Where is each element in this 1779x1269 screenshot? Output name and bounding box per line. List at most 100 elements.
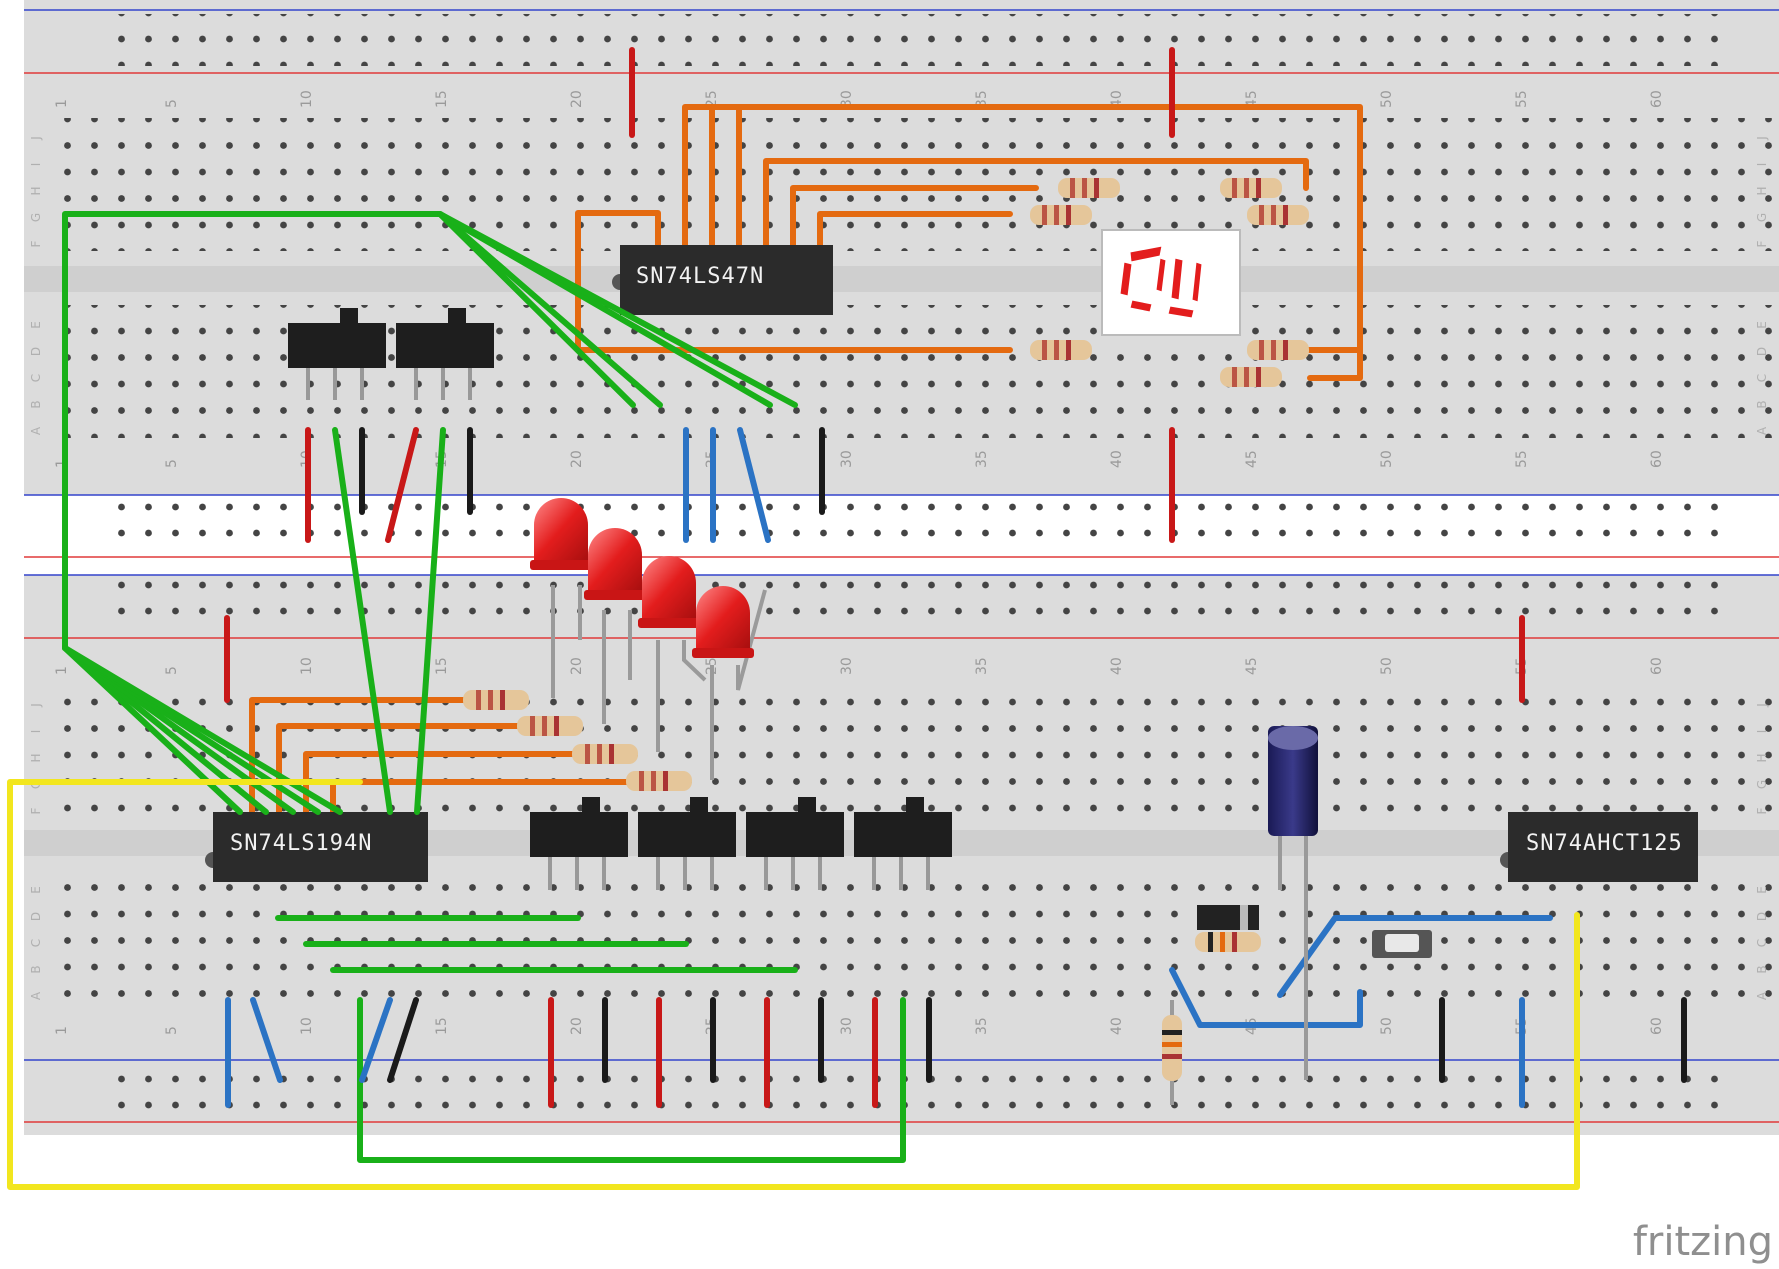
ic-sn74ahct125: SN74AHCT125 [1500, 812, 1698, 882]
column-number: 45 [1244, 90, 1260, 108]
column-number: 40 [1109, 1017, 1125, 1035]
row-letter: B [1755, 400, 1769, 408]
column-number: 10 [299, 1017, 315, 1035]
column-number: 5 [164, 99, 180, 108]
ic-sn74ls194n: SN74LS194N [205, 812, 428, 882]
column-number: 20 [569, 657, 585, 675]
row-letter: D [1755, 347, 1769, 356]
resistor [1247, 340, 1309, 360]
column-number: 35 [974, 1017, 990, 1035]
column-number: 15 [434, 657, 450, 675]
row-letter: I [1755, 163, 1769, 167]
row-letter: H [1755, 186, 1769, 195]
column-number: 10 [299, 657, 315, 675]
column-number: 30 [839, 657, 855, 675]
column-number: 5 [164, 1026, 180, 1035]
column-number: 55 [1514, 450, 1530, 468]
row-letter: D [1755, 912, 1769, 921]
row-letter: J [1755, 136, 1769, 141]
column-number: 50 [1379, 90, 1395, 108]
row-letter: C [29, 374, 43, 382]
column-number: 15 [434, 1017, 450, 1035]
column-number: 60 [1649, 450, 1665, 468]
ic-sn74ls47n: SN74LS47N [612, 245, 833, 315]
column-number: 35 [974, 657, 990, 675]
resistor [463, 690, 529, 710]
row-letter: H [29, 186, 43, 195]
push-button[interactable] [1372, 930, 1432, 958]
resistor [1058, 178, 1120, 198]
resistor [1030, 340, 1092, 360]
slide-switch[interactable] [854, 797, 952, 890]
red-led [530, 498, 592, 570]
row-letter: I [1755, 730, 1769, 734]
column-number: 60 [1649, 657, 1665, 675]
row-letter: I [29, 163, 43, 167]
slide-switch[interactable] [746, 797, 844, 890]
column-number: 5 [164, 666, 180, 675]
resistor [626, 771, 692, 791]
resistor [572, 744, 638, 764]
row-letter: J [29, 136, 43, 141]
red-led [692, 586, 754, 658]
row-letter: B [1755, 965, 1769, 973]
red-led [638, 556, 700, 628]
ic-sn74ahct125-label: SN74AHCT125 [1526, 831, 1683, 856]
column-number: 50 [1379, 657, 1395, 675]
column-number: 35 [974, 90, 990, 108]
electrolytic-capacitor [1268, 726, 1318, 1080]
column-number: 20 [569, 90, 585, 108]
slide-switch[interactable] [638, 797, 736, 890]
board-labels: 1510152025303540455055601510152025303540… [29, 90, 1769, 1035]
top-breadboard [24, 0, 1779, 558]
blue-wires-right [1169, 915, 1553, 1028]
column-number: 1 [54, 666, 70, 675]
resistor [1195, 932, 1261, 952]
column-number: 45 [1244, 657, 1260, 675]
row-letter: B [29, 400, 43, 408]
resistor [1220, 367, 1282, 387]
diode [1197, 905, 1259, 930]
red-led [584, 528, 646, 600]
resistor [1220, 178, 1282, 198]
row-letter: E [1755, 321, 1769, 329]
ic-sn74ls47n-label: SN74LS47N [636, 264, 764, 289]
column-number: 1 [54, 1026, 70, 1035]
column-number: 20 [569, 1017, 585, 1035]
column-number: 60 [1649, 1017, 1665, 1035]
seven-segment-display [1101, 229, 1241, 336]
resistors-bottom [463, 690, 692, 791]
column-number: 40 [1109, 450, 1125, 468]
resistor [517, 716, 583, 736]
row-letter: A [1755, 991, 1769, 1000]
column-number: 30 [839, 90, 855, 108]
column-number: 30 [839, 1017, 855, 1035]
column-number: 55 [1514, 90, 1530, 108]
row-letter: F [1755, 240, 1769, 247]
column-number: 60 [1649, 90, 1665, 108]
row-letter: B [29, 965, 43, 973]
column-number: 30 [839, 450, 855, 468]
column-number: 25 [704, 90, 720, 108]
column-number: 20 [569, 450, 585, 468]
column-number: 1 [54, 99, 70, 108]
row-letter: I [29, 730, 43, 734]
row-letter: J [29, 703, 43, 708]
row-letter: C [1755, 939, 1769, 947]
slide-switches-bottom [530, 797, 952, 890]
row-letter: A [29, 991, 43, 1000]
slide-switch[interactable] [396, 308, 494, 400]
leds [530, 498, 754, 658]
column-number: 50 [1379, 1017, 1395, 1035]
row-letter: F [29, 807, 43, 814]
row-letter: D [29, 347, 43, 356]
row-letter: J [1755, 703, 1769, 708]
slide-switch[interactable] [288, 308, 386, 400]
slide-switch[interactable] [530, 797, 628, 890]
fritzing-logo: fritzing [1632, 1219, 1773, 1265]
row-letter: H [29, 753, 43, 762]
resistors-top [1030, 178, 1309, 387]
resistor [1030, 205, 1092, 225]
row-letter: F [1755, 807, 1769, 814]
